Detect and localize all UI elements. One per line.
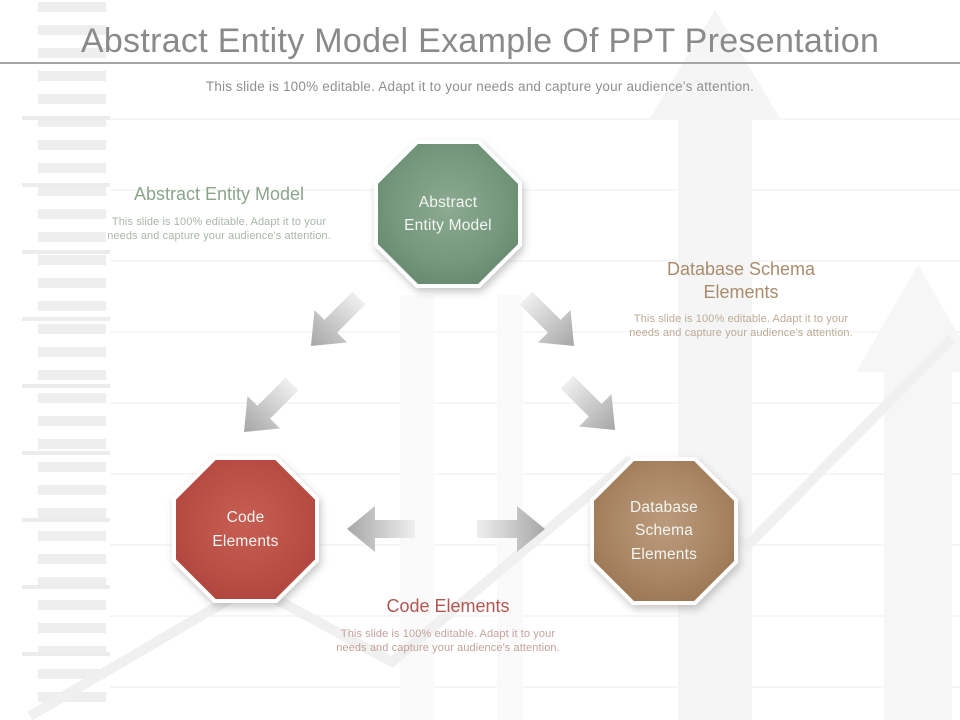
caption-heading: Database Schema Elements (666, 259, 816, 302)
slide-subtitle: This slide is 100% editable. Adapt it to… (205, 79, 755, 94)
caption-heading: Abstract Entity Model (133, 184, 305, 204)
node-database-schema-elements: Database Schema Elements (590, 457, 738, 605)
octagon-fill-brown: Database Schema Elements (594, 461, 734, 601)
node-label: Code Elements (212, 509, 279, 550)
greeked-text-dividers (22, 53, 110, 713)
caption-abstract-entity-model: Abstract Entity Model This slide is 100%… (98, 183, 340, 243)
caption-body: This slide is 100% editable. Adapt it to… (629, 313, 853, 340)
arrow-to-code-elements (347, 506, 415, 552)
caption-body: This slide is 100% editable. Adapt it to… (336, 627, 560, 654)
caption-body: This slide is 100% editable. Adapt it to… (107, 215, 331, 242)
node-abstract-entity-model: Abstract Entity Model (374, 140, 522, 288)
arrow-to-database-elements (477, 506, 545, 552)
arrow-abstract-to-database-lower (560, 375, 616, 431)
arrow-abstract-to-code-upper (310, 291, 366, 347)
octagon-fill-green: Abstract Entity Model (378, 144, 518, 284)
caption-database-schema-elements: Database Schema Elements This slide is 1… (620, 258, 862, 341)
node-code-elements: Code Elements (172, 456, 319, 603)
arrow-abstract-to-code-lower (243, 377, 299, 433)
title-divider (0, 62, 960, 64)
caption-code-elements: Code Elements This slide is 100% editabl… (327, 595, 569, 655)
node-label: Abstract Entity Model (404, 193, 492, 234)
node-label: Database Schema Elements (630, 499, 698, 563)
slide-title: Abstract Entity Model Example Of PPT Pre… (80, 22, 880, 60)
caption-heading: Code Elements (386, 596, 510, 616)
arrow-abstract-to-database-upper (519, 291, 575, 347)
octagon-fill-red: Code Elements (176, 460, 315, 599)
